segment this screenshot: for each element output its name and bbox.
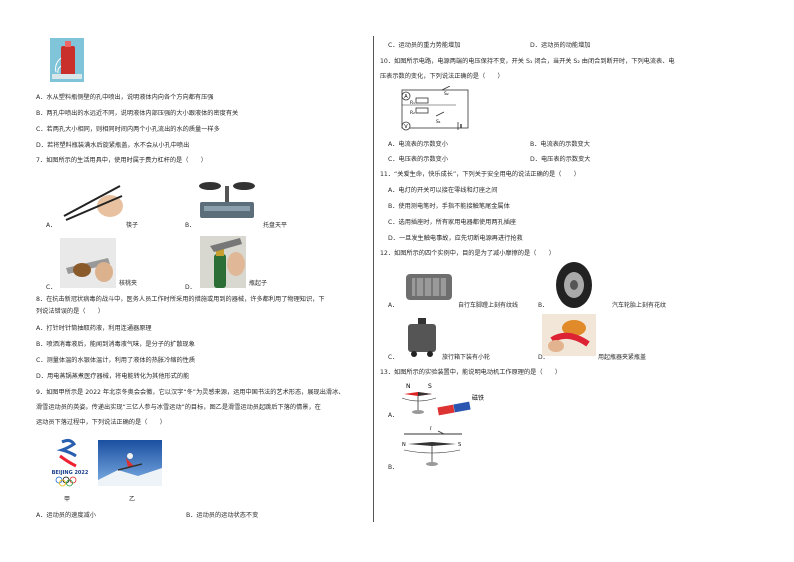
q7-option-b-caption: 托盘天平 bbox=[263, 222, 288, 229]
q6-option-c[interactable]: C．若两孔大小相同，则相同时间内两个小孔流出的水的质量一样多 bbox=[36, 126, 220, 133]
q7-option-d-letter[interactable]: D． bbox=[185, 284, 196, 291]
voltmeter-symbol bbox=[401, 121, 411, 131]
q9-stem-line1: 9．如图甲所示是 2022 年北京冬奥会会徽，它以汉字“冬”为灵感来源，运用中国… bbox=[36, 389, 345, 396]
current-i-label: I bbox=[430, 426, 432, 432]
s1-label: S₁ bbox=[436, 119, 441, 125]
q8-stem-line2: 列说法错误的是（ ） bbox=[36, 308, 105, 315]
beijing-2022-logo: BEIJING 2022 bbox=[52, 438, 89, 487]
q8-option-b[interactable]: B．喷洒消毒液后，能闻到消毒液气味，是分子的扩散现象 bbox=[36, 341, 195, 348]
wire-n-label: N bbox=[402, 442, 406, 448]
q9-option-d[interactable]: D．运动员的动能增加 bbox=[530, 42, 591, 49]
figure-jia-label: 甲 bbox=[64, 496, 71, 503]
chopsticks-figure bbox=[63, 185, 123, 221]
s2-label: S₂ bbox=[444, 91, 449, 97]
q11-option-b[interactable]: B．使用测电笔时，手指不能接触笔尾金属体 bbox=[388, 203, 510, 210]
q9-stem-line3: 运动员下落过程中，下列说法正确的是（ ） bbox=[36, 419, 166, 426]
q10-option-c[interactable]: C．电压表的示数变小 bbox=[388, 156, 449, 163]
q8-option-c[interactable]: C．测量体温的水银体温计，利用了液体的热胀冷缩的性质 bbox=[36, 357, 196, 364]
voltmeter-label: V bbox=[404, 124, 408, 130]
water-bottle-figure bbox=[50, 38, 84, 82]
ammeter-label: A bbox=[404, 94, 408, 100]
q9-option-b[interactable]: B．运动员的运动状态不变 bbox=[186, 512, 259, 519]
q12-option-b-caption: 汽车轮胎上刻有花纹 bbox=[612, 302, 667, 309]
r1-label: R₁ bbox=[410, 100, 415, 106]
q7-option-b-letter[interactable]: B． bbox=[185, 222, 196, 229]
q9-option-c[interactable]: C．运动员的重力势能增加 bbox=[388, 42, 461, 49]
q10-option-b[interactable]: B．电流表的示数变大 bbox=[530, 141, 590, 148]
current-wire-compass-figure: I N S bbox=[402, 426, 462, 466]
q8-option-a[interactable]: A．打针时针筒抽取药液，利用连通器原理 bbox=[36, 325, 152, 332]
q8-stem-line1: 8．在抗击新冠状病毒的战斗中，医务人员工作时所采用的措施或用到的器械，许多都利用… bbox=[36, 296, 325, 303]
bicycle-pedal-figure bbox=[406, 274, 452, 300]
suitcase-figure bbox=[408, 318, 436, 357]
q7-option-c-caption: 核桃夹 bbox=[119, 280, 138, 287]
q12-option-a-caption: 自行车脚蹬上刻有纹线 bbox=[458, 302, 519, 309]
bottle-opener-clamp-figure bbox=[542, 314, 596, 356]
q11-stem: 11．“关爱生命，快乐成长”，下列关于安全用电的说法正确的是（ ） bbox=[380, 171, 580, 178]
compass-magnet-figure: N S 磁铁 bbox=[401, 383, 484, 416]
column-divider bbox=[373, 36, 374, 522]
q12-option-a-letter[interactable]: A． bbox=[388, 302, 399, 309]
q11-option-a[interactable]: A．电灯的开关可以接在零线和灯座之间 bbox=[388, 187, 498, 194]
circuit-diagram: A R₁ R₂ S₂ S₁ V bbox=[401, 86, 469, 131]
wire-s-label: S bbox=[458, 442, 461, 448]
compass-s-label: S bbox=[428, 383, 432, 390]
q9-option-a[interactable]: A．运动员的速度减小 bbox=[36, 512, 96, 519]
q8-option-d[interactable]: D．用电蒸锅蒸煮医疗器械，将电能转化为其他形式的能 bbox=[36, 373, 190, 380]
q10-stem-line2: 压表示数的变化，下列说法正确的是（ ） bbox=[380, 73, 504, 80]
q7-option-a-caption: 筷子 bbox=[126, 222, 139, 229]
balance-scale-figure bbox=[199, 182, 255, 218]
q13-option-b-letter[interactable]: B． bbox=[388, 464, 399, 471]
skier-photo bbox=[98, 440, 162, 486]
r2-label: R₂ bbox=[410, 110, 415, 116]
q12-stem: 12．如图所示的四个实例中，目的是为了减小摩擦的是（ ） bbox=[380, 250, 555, 257]
car-tire-figure bbox=[556, 262, 592, 308]
q13-option-a-letter[interactable]: A． bbox=[388, 412, 399, 419]
q6-option-d[interactable]: D．若将塑料瓶装满水后旋紧瓶盖，水不会从小孔中喷出 bbox=[36, 142, 190, 149]
q9-stem-line2: 滑雪运动员的英姿。传递出实现“三亿人参与冰雪运动”的目标，图乙是滑雪运动员起跳后… bbox=[36, 404, 321, 411]
q7-stem: 7．如图所示的生活用具中，使用时属于费力杠杆的是（ ） bbox=[36, 157, 207, 164]
q12-option-c-caption: 旅行箱下装有小轮 bbox=[442, 354, 491, 361]
left-column: A．水从塑料瓶侧壁的孔中喷出，说明液体内向各个方向都有压强 B．两孔中喷出的水远… bbox=[28, 0, 368, 562]
right-column: C．运动员的重力势能增加 D．运动员的动能增加 10．如图所示电路，电源两端的电… bbox=[380, 0, 770, 562]
q12-option-d-letter[interactable]: D． bbox=[538, 354, 549, 361]
q12-option-d-caption: 用起瓶器夹紧瓶盖 bbox=[598, 354, 647, 361]
magnet-label: 磁铁 bbox=[472, 394, 484, 402]
q10-stem-line1: 10．如图所示电路，电源两端的电压保持不变，开关 S₁ 闭合，当开关 S₂ 由闭… bbox=[380, 58, 675, 65]
compass-n-label: N bbox=[406, 383, 411, 390]
q7-option-d-caption: 瓶起子 bbox=[249, 280, 268, 287]
q10-option-a[interactable]: A．电流表的示数变小 bbox=[388, 141, 448, 148]
ammeter-symbol bbox=[401, 91, 411, 101]
q11-option-c[interactable]: C．选用插座时，所有家用电器都使用两孔插座 bbox=[388, 219, 517, 226]
q6-option-a[interactable]: A．水从塑料瓶侧壁的孔中喷出，说明液体内向各个方向都有压强 bbox=[36, 94, 214, 101]
q6-option-b[interactable]: B．两孔中喷出的水远近不同，说明液体内部压强的大小跟液体的密度有关 bbox=[36, 110, 239, 117]
nutcracker-figure bbox=[60, 238, 116, 288]
q10-option-d[interactable]: D．电压表的示数变大 bbox=[530, 156, 591, 163]
q12-option-c-letter[interactable]: C． bbox=[388, 354, 399, 361]
q12-option-b-letter[interactable]: B． bbox=[538, 302, 549, 309]
q7-option-c-letter[interactable]: C． bbox=[46, 284, 57, 291]
logo-text: BEIJING 2022 bbox=[52, 470, 89, 476]
figure-yi-label: 乙 bbox=[129, 496, 136, 503]
q7-option-a-letter[interactable]: A． bbox=[46, 222, 57, 229]
q13-stem: 13．如图所示的实验装置中，能说明电动机工作原理的是（ ） bbox=[380, 369, 562, 376]
bottle-opener-figure bbox=[200, 236, 246, 288]
q11-option-d[interactable]: D．一旦发生触电事故，应先切断电源再进行抢救 bbox=[388, 235, 523, 242]
